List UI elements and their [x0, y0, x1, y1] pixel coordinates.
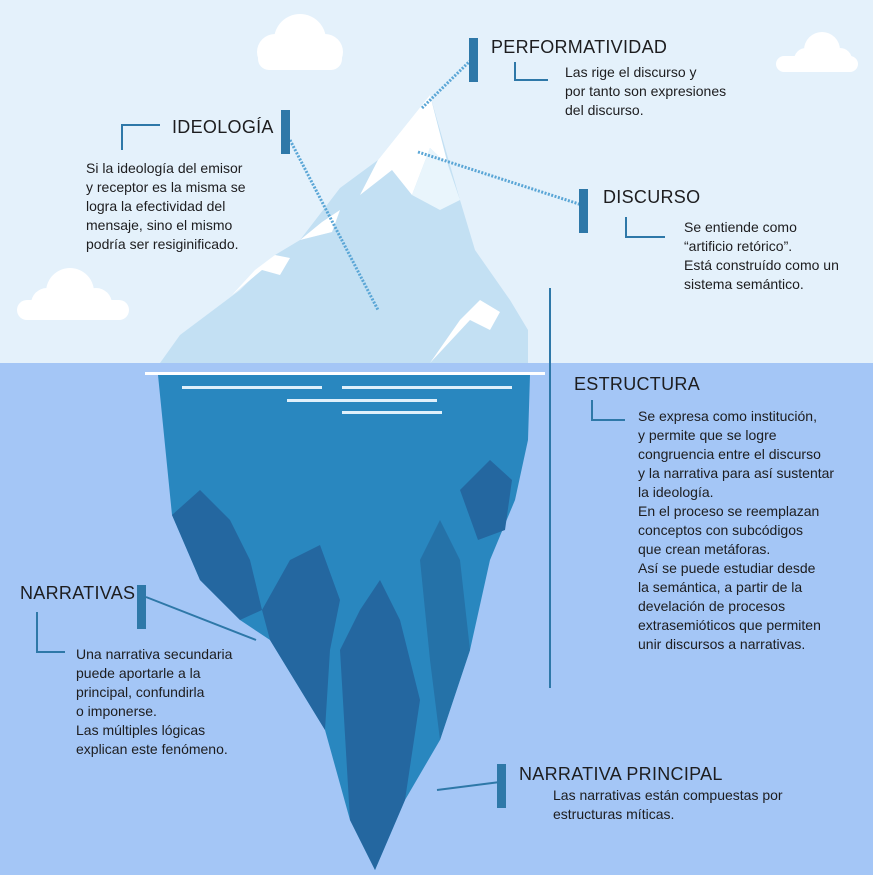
ideologia-text: Si la ideología del emisor y receptor es…: [86, 160, 246, 252]
accent-bar-performatividad: [469, 38, 478, 82]
connector-narrativa-principal: [436, 781, 501, 791]
cloud-icon: [257, 14, 343, 70]
narrativas-text: Una narrativa secundaria puede aportarle…: [76, 646, 233, 757]
accent-bar-ideologia: [281, 110, 290, 154]
connector-lines: [288, 56, 583, 311]
performatividad-title: PERFORMATIVIDAD: [491, 37, 668, 57]
iceberg-tip: [160, 95, 528, 363]
accent-bar-discurso: [579, 189, 588, 233]
cloud-icon: [776, 32, 858, 72]
estructura-title: ESTRUCTURA: [574, 374, 701, 394]
bracket-ideologia: [121, 124, 160, 150]
bracket-lines: [36, 62, 665, 653]
waterline: [145, 372, 545, 375]
estructura-text: Se expresa como institución, y permite q…: [638, 408, 835, 652]
bracket-discurso: [625, 217, 665, 238]
discurso-text: Se entiende como “artificio retórico”. E…: [684, 219, 839, 292]
ideologia-title: IDEOLOGÍA: [172, 117, 274, 137]
cloud-icon: [17, 268, 129, 320]
iceberg-underwater: [158, 375, 530, 870]
discurso-title: DISCURSO: [603, 187, 701, 207]
accent-bar-narrativas: [137, 585, 146, 629]
narrativas-title: NARRATIVAS: [20, 583, 136, 603]
connector-lines-deep: [145, 596, 501, 791]
performatividad-text: Las rige el discurso y por tanto son exp…: [565, 64, 727, 118]
connector-discurso: [417, 150, 583, 207]
bracket-performatividad: [514, 62, 548, 81]
accent-bars: [137, 38, 588, 808]
accent-bar-narrativa-principal: [497, 764, 506, 808]
connector-performatividad: [420, 56, 475, 110]
bracket-estructura: [591, 400, 625, 421]
narrativa-principal-text: Las narrativas están compuestas por estr…: [553, 787, 783, 822]
connector-ideologia: [288, 139, 380, 311]
narrativa-principal-title: NARRATIVA PRINCIPAL: [519, 764, 723, 784]
bracket-narrativas: [36, 612, 65, 653]
connector-narrativas: [145, 596, 257, 641]
